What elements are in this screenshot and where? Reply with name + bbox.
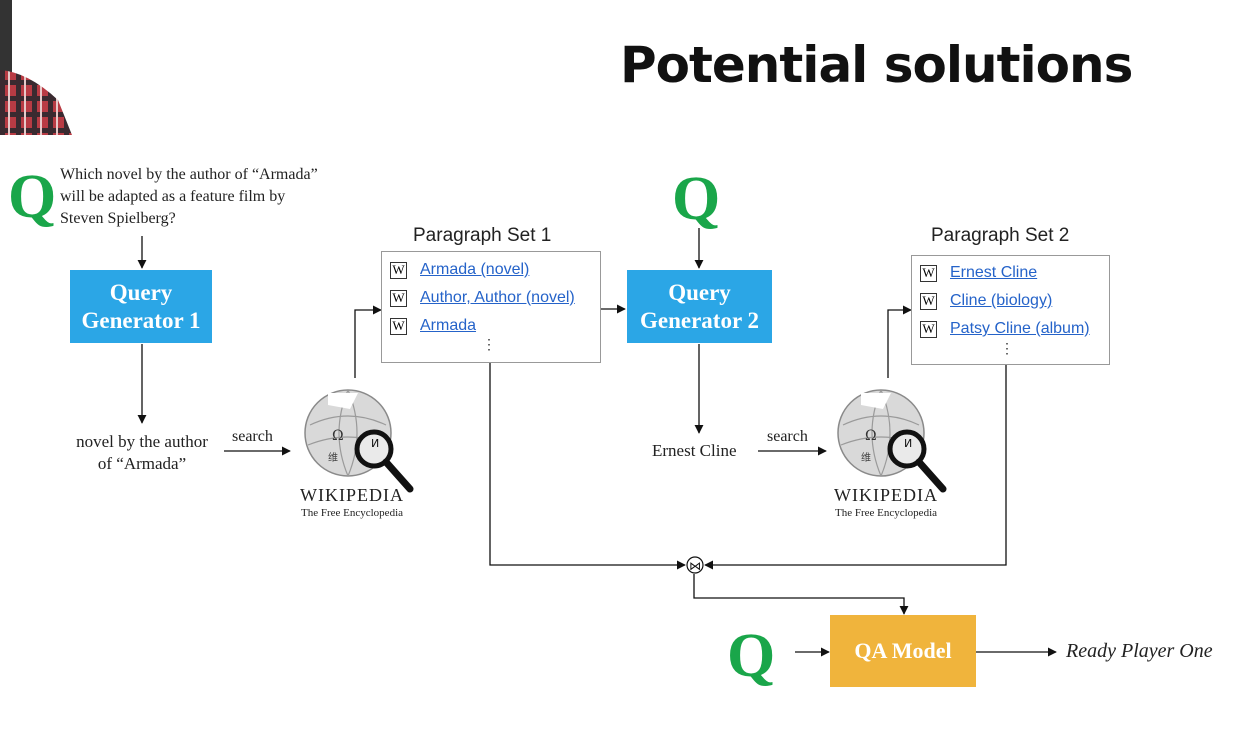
wikipedia-tagline-1: The Free Encyclopedia xyxy=(301,507,404,519)
svg-text:И: И xyxy=(371,437,379,450)
wikipedia-page-icon: W xyxy=(920,320,937,338)
paragraph-set-2-title: Paragraph Set 2 xyxy=(931,225,1070,246)
question-q-icon: Q xyxy=(8,163,57,231)
qa-q-icon: Q xyxy=(727,622,776,690)
list-item: W Armada xyxy=(382,312,600,340)
more-ellipsis: ⋮ xyxy=(1000,340,1014,356)
wikipedia-page-icon: W xyxy=(390,261,407,279)
query-generator-1-line2: Generator 1 xyxy=(81,307,201,333)
presenter-thumbnail xyxy=(0,0,72,135)
query-generator-2-q-icon: Q xyxy=(672,165,721,233)
svg-text:维: 维 xyxy=(328,451,338,464)
paragraph-set-1-title: Paragraph Set 1 xyxy=(413,225,552,246)
paragraph-set-1: W Armada (novel) W Author, Author (novel… xyxy=(381,251,601,363)
wikipedia-wordmark-2: WIKIPEDIA xyxy=(834,485,938,505)
qa-model: QA Model xyxy=(830,615,976,687)
search-label-2: search xyxy=(767,428,808,445)
query-generator-2-line2: Generator 2 xyxy=(639,307,759,333)
list-item: W Cline (biology) xyxy=(912,287,1109,315)
paragraph-link[interactable]: Armada (novel) xyxy=(420,261,530,278)
wikipedia-tagline-2: The Free Encyclopedia xyxy=(835,507,938,519)
query-generator-1: Query Generator 1 xyxy=(70,270,212,343)
wikipedia-page-icon: W xyxy=(920,264,937,282)
svg-text:Ω: Ω xyxy=(332,428,344,444)
wikipedia-wordmark-1: WIKIPEDIA xyxy=(300,485,404,505)
query-generator-2-line1: Query xyxy=(668,279,731,305)
query-1-output: novel by the author of “Armada” xyxy=(62,431,222,475)
paragraph-link[interactable]: Cline (biology) xyxy=(950,292,1053,309)
paragraph-set-2: W Ernest Cline W Cline (biology) W Patsy… xyxy=(911,255,1110,365)
query-2-output: Ernest Cline xyxy=(652,441,737,460)
query-1-output-line1: novel by the author xyxy=(76,432,208,451)
wikipedia-page-icon: W xyxy=(390,317,407,335)
svg-text:И: И xyxy=(904,437,912,450)
more-ellipsis: ⋮ xyxy=(482,336,496,352)
list-item: W Ernest Cline xyxy=(912,259,1109,287)
question-text: Which novel by the author of “Armada” wi… xyxy=(60,166,318,227)
answer-text: Ready Player One xyxy=(1066,640,1213,662)
paragraph-link[interactable]: Ernest Cline xyxy=(950,264,1038,281)
wikipedia-globe-icon: Ω 维 И xyxy=(304,389,414,493)
svg-text:Ω: Ω xyxy=(865,428,877,444)
paragraph-link[interactable]: Patsy Cline (album) xyxy=(950,320,1090,337)
query-generator-1-line1: Query xyxy=(109,279,173,305)
wikipedia-globe-icon: Ω 维 И xyxy=(837,389,947,493)
query-1-output-line2: of “Armada” xyxy=(97,454,187,473)
wikipedia-page-icon: W xyxy=(920,292,937,310)
join-symbol: ⋈ xyxy=(689,559,701,573)
list-item: W Author, Author (novel) xyxy=(382,284,600,312)
list-item: W Armada (novel) xyxy=(382,256,600,284)
paragraph-link[interactable]: Author, Author (novel) xyxy=(420,289,575,306)
svg-text:维: 维 xyxy=(861,451,871,464)
page-title: Potential solutions xyxy=(620,36,1133,94)
list-item: W Patsy Cline (album) xyxy=(912,315,1109,343)
wikipedia-page-icon: W xyxy=(390,289,407,307)
paragraph-link[interactable]: Armada xyxy=(420,317,477,334)
query-generator-2: Query Generator 2 xyxy=(627,270,772,343)
search-label-1: search xyxy=(232,428,273,445)
